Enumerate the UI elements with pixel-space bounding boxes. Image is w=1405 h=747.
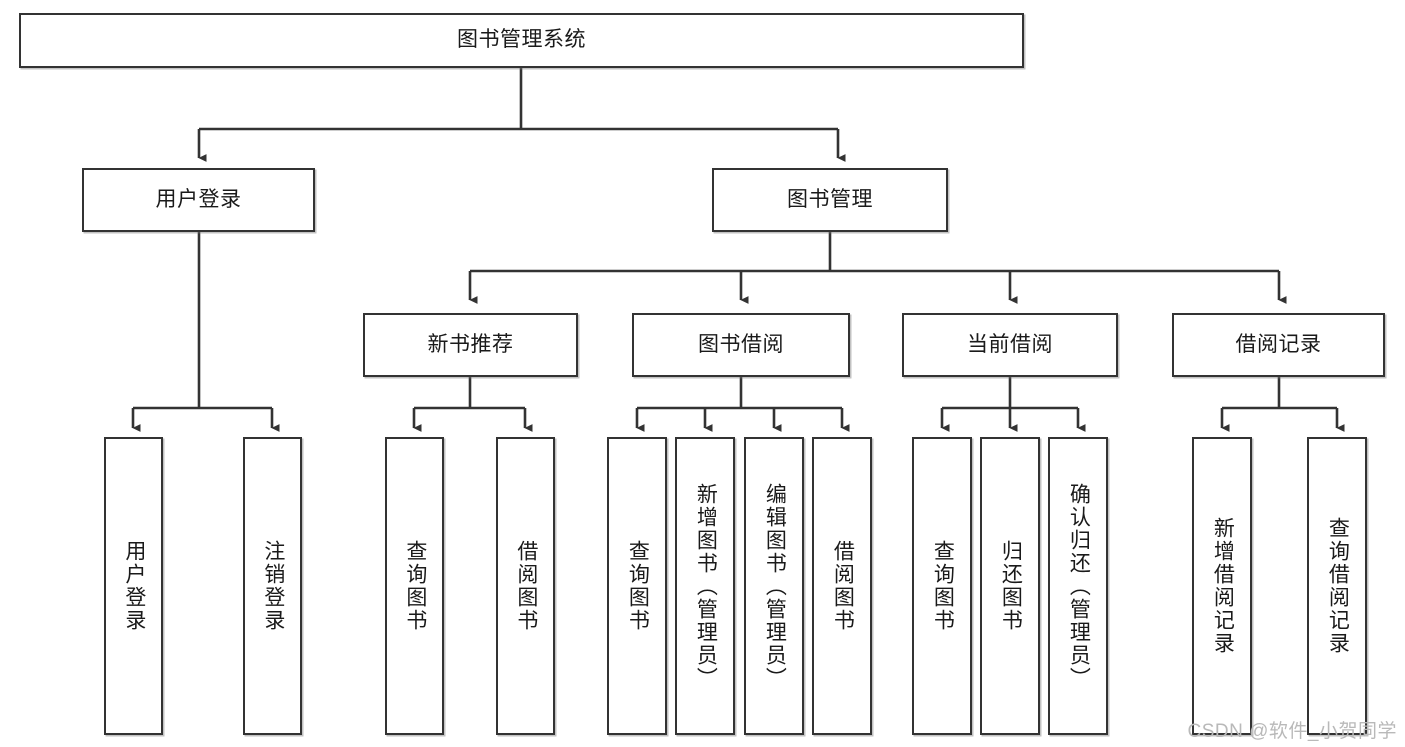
leaf-record-query-label: 查询借阅记录 (1326, 517, 1350, 655)
leaf-current-confirm-return-label: 确认归还（管理员） (1067, 482, 1091, 690)
leaf-borrow-borrow-book-label: 借阅图书 (831, 540, 855, 632)
leaf-record-query[interactable]: 查询借阅记录 (1307, 437, 1367, 735)
leaf-borrow-query-book-label: 查询图书 (626, 540, 650, 632)
leaf-borrow-edit-book[interactable]: 编辑图书（管理员） (744, 437, 804, 735)
node-new-book-recommend-label: 新书推荐 (427, 332, 514, 356)
node-book-management[interactable]: 图书管理 (712, 168, 948, 232)
leaf-borrow-borrow-book[interactable]: 借阅图书 (812, 437, 872, 735)
leaf-borrow-add-book-label: 新增图书（管理员） (694, 482, 718, 690)
leaf-new-book-borrow[interactable]: 借阅图书 (496, 437, 555, 735)
leaf-user-login-signout[interactable]: 注销登录 (243, 437, 302, 735)
node-book-management-label: 图书管理 (787, 187, 873, 211)
leaf-record-add[interactable]: 新增借阅记录 (1192, 437, 1252, 735)
leaf-user-login-signout-label: 注销登录 (261, 540, 285, 632)
node-root[interactable]: 图书管理系统 (19, 13, 1024, 68)
leaf-new-book-borrow-label: 借阅图书 (514, 540, 538, 632)
node-borrow-record-label: 借阅记录 (1235, 332, 1322, 356)
leaf-user-login-signin[interactable]: 用户登录 (104, 437, 163, 735)
leaf-new-book-query-label: 查询图书 (403, 540, 427, 632)
node-user-login[interactable]: 用户登录 (82, 168, 315, 232)
leaf-current-return-book[interactable]: 归还图书 (980, 437, 1040, 735)
leaf-borrow-add-book[interactable]: 新增图书（管理员） (675, 437, 735, 735)
leaf-borrow-query-book[interactable]: 查询图书 (607, 437, 667, 735)
leaf-new-book-query[interactable]: 查询图书 (385, 437, 444, 735)
node-root-label: 图书管理系统 (457, 28, 586, 52)
leaf-current-return-book-label: 归还图书 (999, 540, 1023, 632)
node-book-borrow[interactable]: 图书借阅 (632, 313, 850, 377)
node-borrow-record[interactable]: 借阅记录 (1172, 313, 1385, 377)
node-current-borrow[interactable]: 当前借阅 (902, 313, 1118, 377)
node-current-borrow-label: 当前借阅 (967, 332, 1053, 356)
node-user-login-label: 用户登录 (155, 187, 242, 211)
leaf-user-login-signin-label: 用户登录 (122, 540, 146, 632)
leaf-current-query-book-label: 查询图书 (931, 540, 955, 632)
leaf-record-add-label: 新增借阅记录 (1211, 517, 1235, 655)
node-new-book-recommend[interactable]: 新书推荐 (363, 313, 578, 377)
node-book-borrow-label: 图书借阅 (698, 332, 784, 356)
leaf-current-confirm-return[interactable]: 确认归还（管理员） (1048, 437, 1108, 735)
leaf-borrow-edit-book-label: 编辑图书（管理员） (763, 482, 787, 690)
leaf-current-query-book[interactable]: 查询图书 (912, 437, 972, 735)
